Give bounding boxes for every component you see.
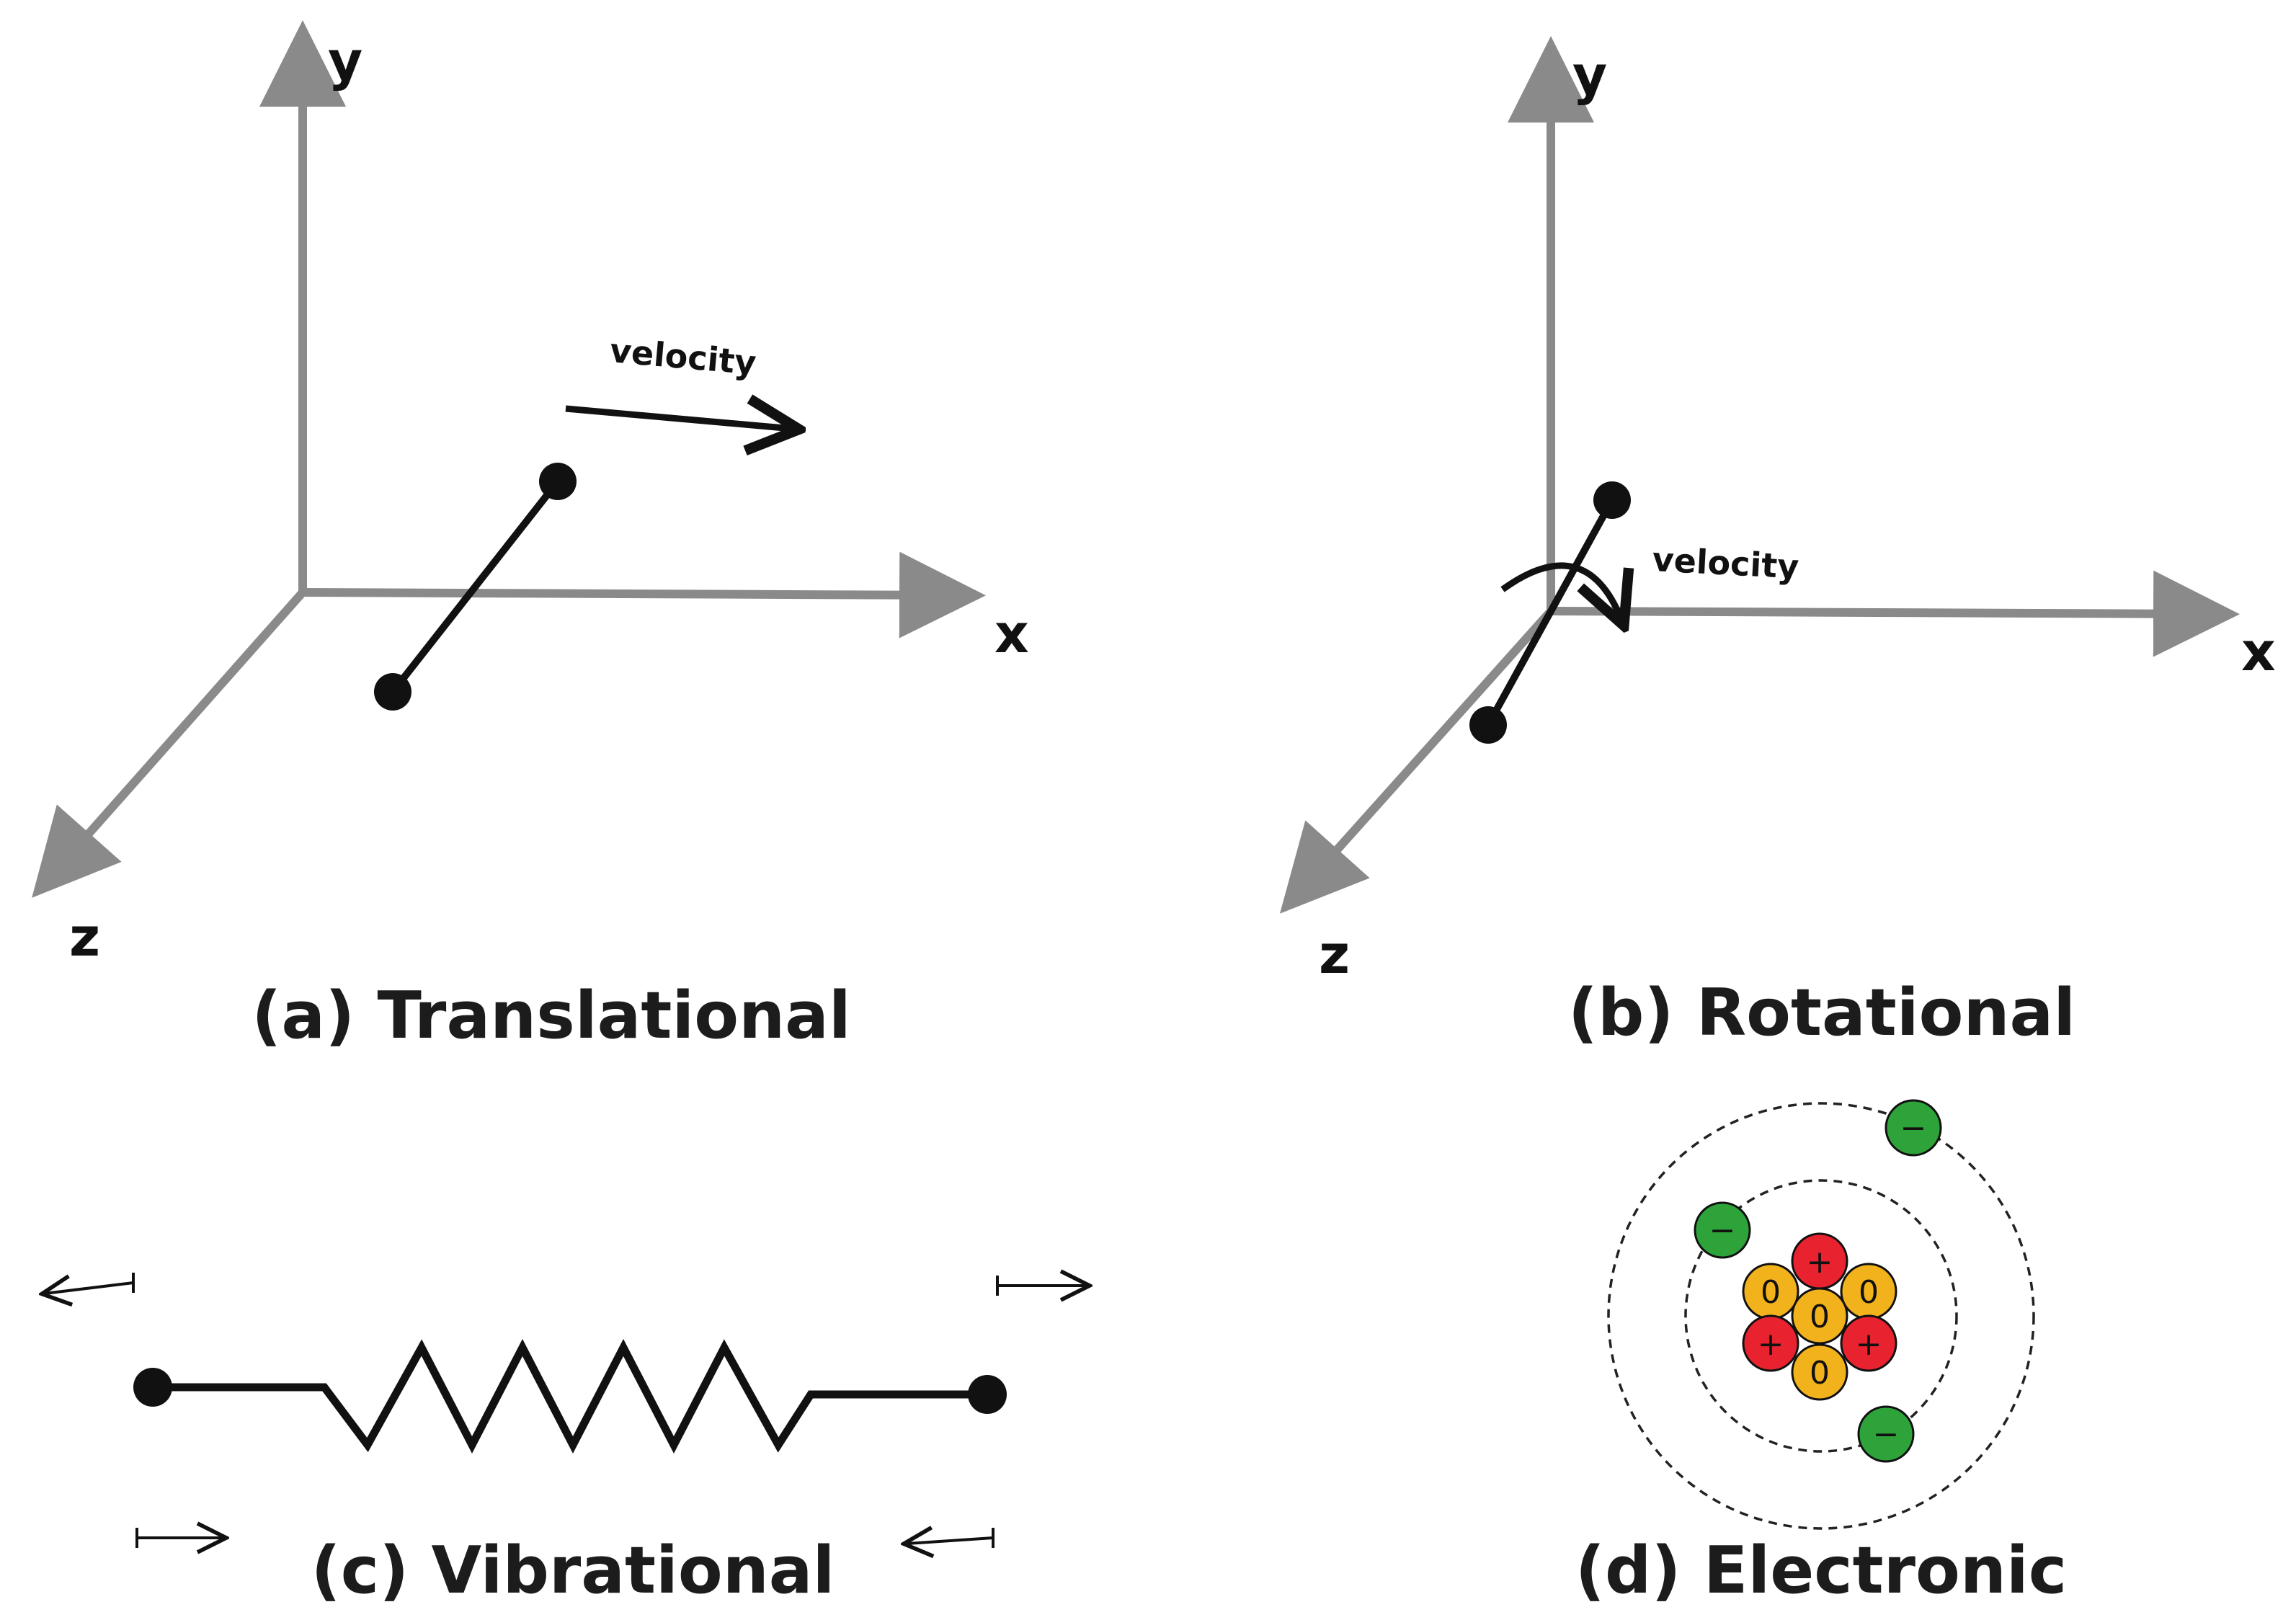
z-axis-label: z: [69, 907, 100, 969]
proton: +: [1791, 1232, 1848, 1290]
displacement-arrow-left-inward: [135, 1528, 223, 1548]
caption-translational: (a) Translational: [252, 978, 851, 1054]
x-axis-label: x: [995, 603, 1029, 665]
molecule-bond: [1485, 498, 1616, 727]
svg-text:+: +: [1758, 1326, 1784, 1363]
caption-rotational: (b) Rotational: [1568, 975, 2075, 1051]
svg-text:−: −: [1900, 1110, 1927, 1147]
molecule-bond: [390, 479, 561, 695]
electron: −: [1857, 1405, 1915, 1463]
spring-molecule: [133, 1339, 1007, 1454]
x-axis: [302, 551, 986, 638]
velocity-label: velocity: [1651, 540, 1799, 587]
neutron: 0: [1791, 1287, 1848, 1345]
velocity-label: velocity: [608, 331, 758, 383]
displacement-arrow-right-inward: [907, 1528, 995, 1548]
svg-text:+: +: [1856, 1326, 1882, 1363]
nucleus: 0 0 0 + + +: [1742, 1232, 1897, 1401]
atom: [1469, 706, 1507, 744]
atom: [968, 1375, 1007, 1414]
y-axis-label: y: [328, 30, 362, 92]
proton: +: [1840, 1314, 1897, 1372]
neutron: 0: [1791, 1343, 1848, 1401]
panel-electronic: 0 0 0 + + +: [1575, 1099, 2067, 1608]
atom: [374, 673, 411, 711]
diatomic-molecule: [1469, 481, 1631, 744]
panel-translational: y x z velocity (a) Translational: [32, 20, 1029, 1054]
svg-text:0: 0: [1810, 1299, 1830, 1335]
spring: [153, 1339, 987, 1454]
electron: −: [1694, 1201, 1751, 1259]
x-axis-label: x: [2241, 621, 2276, 683]
diatomic-molecule: [374, 463, 577, 711]
neutron: 0: [1742, 1263, 1799, 1320]
panel-vibrational: (c) Vibrational: [45, 1273, 1087, 1608]
caption-vibrational: (c) Vibrational: [311, 1533, 835, 1608]
svg-text:0: 0: [1810, 1355, 1830, 1392]
displacement-arrow-right-outward: [996, 1276, 1087, 1296]
rotation-arrow: [1500, 562, 1621, 620]
atom: [133, 1368, 172, 1407]
displacement-arrow-left-outward: [45, 1273, 135, 1294]
axes-translational: [32, 20, 986, 898]
x-axis: [1550, 570, 2240, 657]
svg-text:+: +: [1807, 1244, 1833, 1281]
z-axis-label: z: [1319, 924, 1350, 986]
neutron: 0: [1840, 1263, 1897, 1320]
electron: −: [1885, 1099, 1942, 1157]
proton: +: [1742, 1314, 1799, 1372]
inner-orbit: [1684, 1179, 1958, 1453]
panel-rotational: y x z velocity (b) Rotational: [1279, 36, 2276, 1051]
svg-text:0: 0: [1761, 1274, 1781, 1311]
z-axis: [32, 589, 306, 898]
caption-electronic: (d) Electronic: [1575, 1533, 2067, 1608]
y-axis-label: y: [1572, 45, 1607, 107]
svg-text:−: −: [1709, 1212, 1736, 1249]
outer-orbit: [1607, 1102, 2035, 1530]
svg-text:−: −: [1873, 1416, 1900, 1453]
z-axis: [1279, 608, 1554, 914]
axes-rotational: [1279, 36, 2240, 914]
atom: [1593, 481, 1631, 519]
velocity-arrow: [565, 409, 793, 429]
atom: [539, 463, 577, 500]
svg-text:0: 0: [1859, 1274, 1879, 1311]
